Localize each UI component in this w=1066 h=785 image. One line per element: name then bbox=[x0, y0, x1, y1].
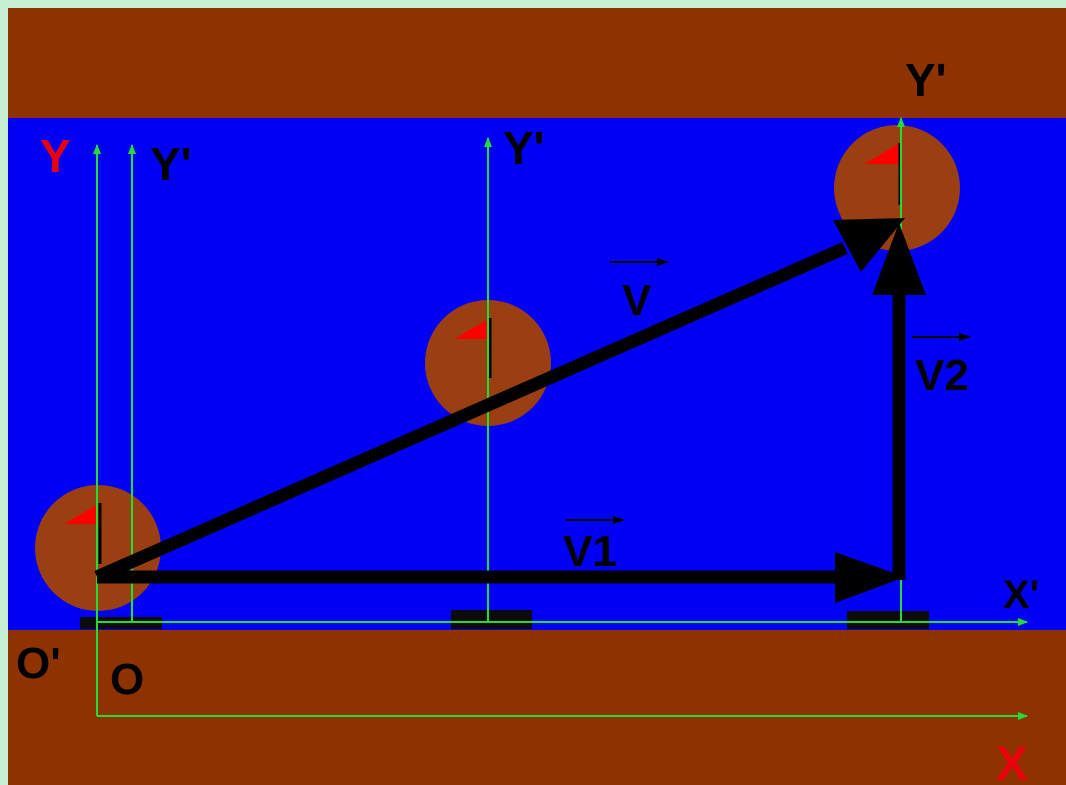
raft-icon bbox=[847, 611, 929, 629]
vector-v2-label: V2 bbox=[915, 351, 969, 400]
red-flag-icon bbox=[864, 143, 900, 164]
vector-v1-label: V1 bbox=[563, 527, 617, 576]
moving-y-label-end: Y' bbox=[905, 54, 947, 106]
moving-y-label-middle: Y' bbox=[503, 122, 545, 174]
vector-v2-arrowhead bbox=[872, 223, 926, 295]
fixed-y-label: Y bbox=[40, 130, 71, 182]
moving-x-label: X' bbox=[1003, 573, 1039, 617]
vector-v1-arrowhead bbox=[835, 552, 905, 603]
fixed-origin-label: O' bbox=[16, 639, 61, 688]
raft-icon bbox=[451, 610, 532, 629]
red-flag-icon bbox=[64, 503, 100, 524]
fixed-x-label: X bbox=[996, 738, 1028, 785]
moving-origin-label: O bbox=[110, 655, 144, 704]
vector-v-arrowhead bbox=[833, 218, 905, 272]
upper-bank bbox=[8, 8, 1066, 118]
vector-v-shaft bbox=[94, 242, 848, 583]
vector-v-label: V bbox=[622, 276, 652, 325]
red-flag-icon bbox=[454, 318, 490, 339]
lower-bank bbox=[8, 630, 1066, 785]
moving-y-label-start: Y' bbox=[150, 138, 192, 190]
